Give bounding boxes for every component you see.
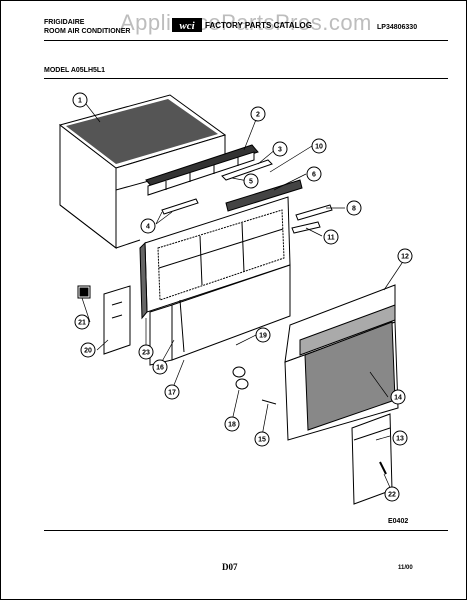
control-panel-part [103, 285, 131, 355]
screw-part [261, 399, 277, 405]
callout-20: 20 [84, 348, 92, 355]
louver-bar-part [225, 179, 303, 212]
callout-12: 12 [401, 254, 409, 261]
rail-lower-part [291, 221, 321, 234]
callout-19: 19 [259, 333, 267, 340]
front-frame-part [139, 196, 291, 366]
callout-6: 6 [312, 172, 316, 179]
model-rule [44, 78, 448, 79]
callout-10: 10 [315, 144, 323, 151]
callout-22: 22 [388, 492, 396, 499]
bracket-part [221, 159, 273, 181]
callout-15: 15 [258, 437, 266, 444]
callout-14: 14 [394, 395, 402, 402]
callout-4: 4 [146, 224, 150, 231]
brand-name: FRIGIDAIRE [44, 19, 85, 26]
catalog-title: FACTORY PARTS CATALOG [205, 21, 312, 30]
top-rail-part [145, 144, 259, 196]
page-number: D07 [222, 562, 238, 572]
callout-markers [72, 92, 413, 502]
callout-18: 18 [228, 422, 236, 429]
side-bracket-part [161, 198, 199, 215]
footer-rule [44, 530, 448, 531]
cabinet-part [58, 94, 227, 250]
revision-date: 11/00 [398, 565, 413, 571]
model-label: MODEL A05LH5L1 [44, 67, 106, 74]
callout-11: 11 [327, 235, 335, 242]
product-name: ROOM AIR CONDITIONER [44, 28, 131, 35]
figure-code: E0402 [388, 518, 409, 525]
callout-2: 2 [256, 112, 260, 119]
callout-17: 17 [168, 390, 176, 397]
callout-21: 21 [78, 320, 86, 327]
control-knob-part [232, 366, 246, 378]
front-grille-part [284, 284, 399, 441]
clip-part [379, 461, 387, 475]
callout-3: 3 [278, 147, 282, 154]
publication-number: LP34806330 [377, 24, 418, 31]
callout-5: 5 [249, 179, 253, 186]
rail-part [295, 204, 333, 221]
callout-16: 16 [156, 365, 164, 372]
header-rule [44, 40, 448, 41]
watermark: AppliancePartsPros.com [120, 10, 372, 35]
callout-8: 8 [352, 206, 356, 213]
callout-23: 23 [142, 350, 150, 357]
wci-logo-icon: wci [172, 18, 202, 32]
svg-text:wci: wci [179, 20, 195, 32]
callout-1: 1 [78, 98, 82, 105]
callout-13: 13 [396, 436, 404, 443]
